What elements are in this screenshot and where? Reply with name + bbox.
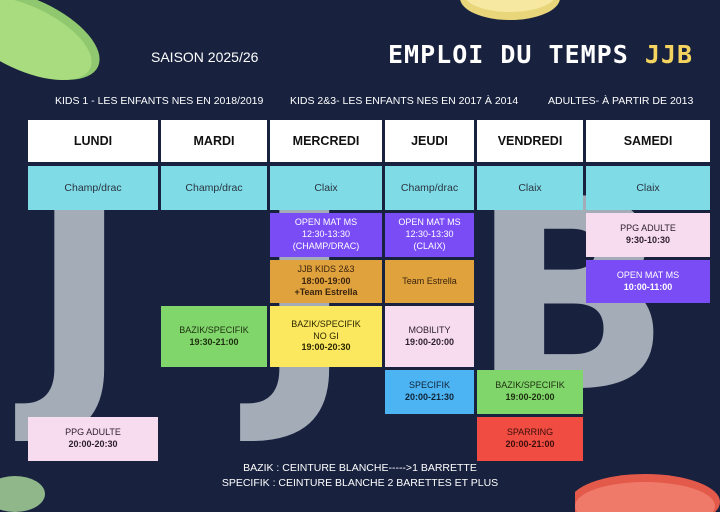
event-vendredi-sparring: SPARRING 20:00-21:00 [477, 417, 583, 461]
event-jeudi-specifik: SPECIFIK 20:00-21:30 [385, 370, 474, 414]
location-lundi: Champ/drac [28, 166, 158, 210]
event-vendredi-bazik-specifik: BAZIK/SPECIFIK 19:00-20:00 [477, 370, 583, 414]
yellow-blob-decoration [460, 0, 560, 20]
event-samedi-open-mat: OPEN MAT MS 10:00-11:00 [586, 260, 710, 303]
event-jeudi-open-mat: OPEN MAT MS 12:30-13:30 (CLAIX) [385, 213, 474, 257]
category-adults: ADULTES- À PARTIR DE 2013 [548, 95, 694, 107]
event-jeudi-mobility: MOBILITY 19:00-20:00 [385, 306, 474, 367]
day-header-lundi: LUNDI [28, 120, 158, 162]
location-mercredi: Claix [270, 166, 382, 210]
event-mercredi-kids: JJB KIDS 2&3 18:00-19:00 +Team Estrella [270, 260, 382, 303]
page-title: EMPLOI DU TEMPS JJB [388, 40, 693, 69]
legend-specifik: SPECIFIK : CEINTURE BLANCHE 2 BARETTES E… [221, 477, 499, 489]
title-main: EMPLOI DU TEMPS [388, 40, 629, 69]
event-samedi-ppg: PPG ADULTE 9:30-10:30 [586, 213, 710, 257]
event-mercredi-bazik-nogi: BAZIK/SPECIFIK NO GI 19:00-20:30 [270, 306, 382, 367]
legend-bazik: BAZIK : CEINTURE BLANCHE----->1 BARRETTE [243, 462, 477, 474]
day-header-mardi: MARDI [161, 120, 267, 162]
category-kids-1: KIDS 1 - LES ENFANTS NES EN 2018/2019 [55, 95, 264, 107]
location-samedi: Claix [586, 166, 710, 210]
location-jeudi: Champ/drac [385, 166, 474, 210]
title-accent: JJB [644, 40, 693, 69]
location-mardi: Champ/drac [161, 166, 267, 210]
day-header-jeudi: JEUDI [385, 120, 474, 162]
day-header-samedi: SAMEDI [586, 120, 710, 162]
event-mardi-bazik-specifik: BAZIK/SPECIFIK 19:30-21:00 [161, 306, 267, 367]
event-mercredi-open-mat: OPEN MAT MS 12:30-13:30 (CHAMP/DRAC) [270, 213, 382, 257]
event-lundi-ppg: PPG ADULTE 20:00-20:30 [28, 417, 158, 461]
day-header-mercredi: MERCREDI [270, 120, 382, 162]
event-jeudi-team-estrella: Team Estrella [385, 260, 474, 303]
location-vendredi: Claix [477, 166, 583, 210]
day-header-vendredi: VENDREDI [477, 120, 583, 162]
category-kids-2-3: KIDS 2&3- LES ENFANTS NES EN 2017 À 2014 [290, 95, 519, 107]
season-label: SAISON 2025/26 [151, 49, 259, 65]
green-blob-decoration [0, 0, 100, 81]
